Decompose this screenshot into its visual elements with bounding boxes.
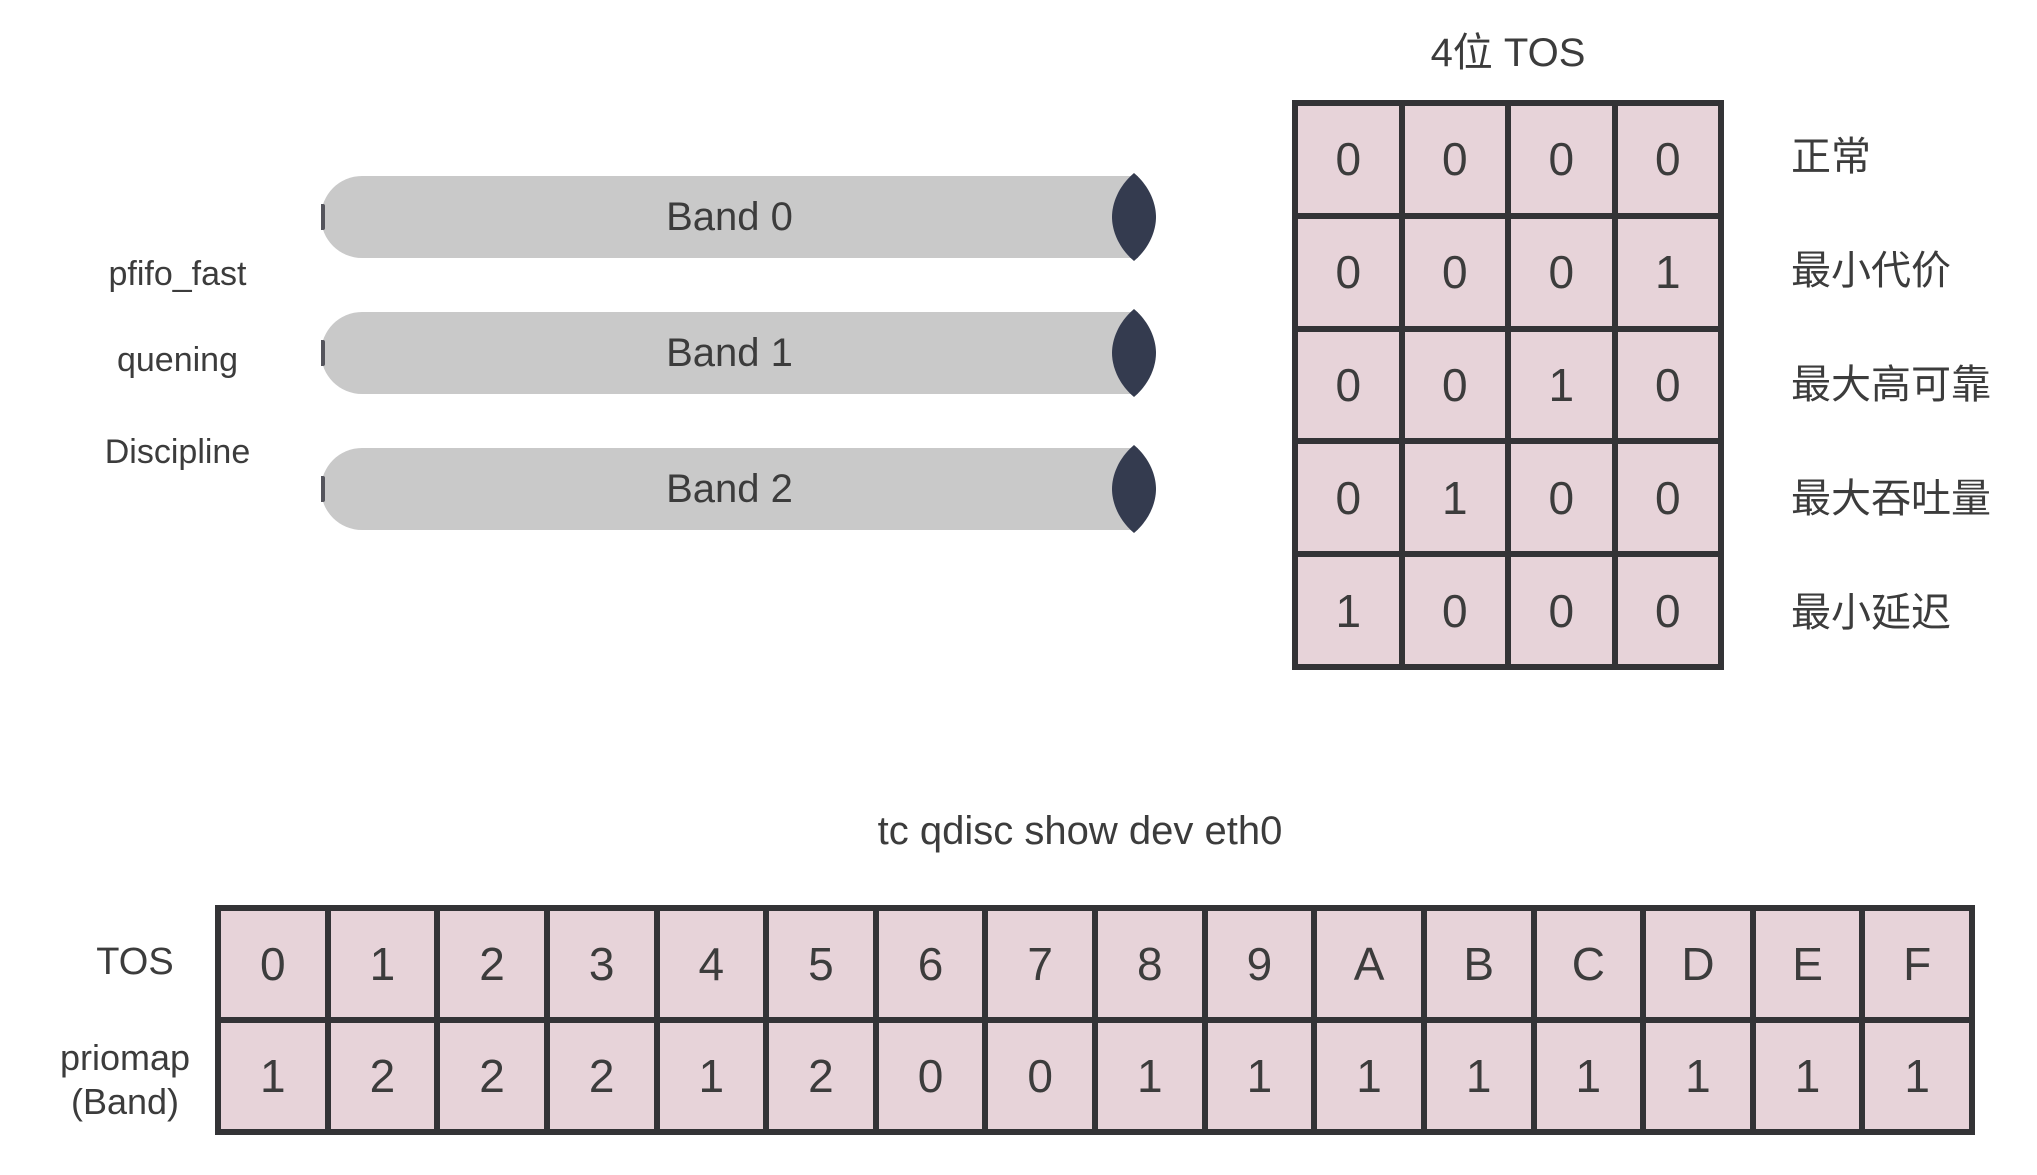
- priomap-band-cell: 0: [878, 1023, 983, 1129]
- cylinder-opening-icon: [1112, 309, 1156, 397]
- priomap-band-cell: 1: [1426, 1023, 1531, 1129]
- tos-hex-cell: 8: [1098, 911, 1202, 1017]
- tos-hex-cell: 3: [549, 911, 654, 1017]
- tos-bit-cell: 0: [1298, 106, 1399, 213]
- priomap-band-cell: 1: [1865, 1023, 1969, 1129]
- qdisc-name-line-2: quening: [116, 341, 238, 379]
- priomap-band-cell: 1: [1207, 1023, 1312, 1129]
- tos-bit-cell: 1: [1511, 331, 1612, 439]
- tos-table-title: 4位 TOS: [1430, 31, 1586, 75]
- priomap-row2-header-line1: priomap: [59, 1037, 191, 1078]
- tos-bit-cell: 0: [1404, 331, 1505, 439]
- priomap-row2-header-line2: (Band): [70, 1081, 180, 1122]
- cylinder-left-rim: [321, 340, 325, 366]
- tos-bit-cell: 0: [1298, 331, 1399, 439]
- tos-meaning-label: 最大高可靠: [1791, 363, 1991, 407]
- qdisc-name-line-3: Discipline: [104, 433, 251, 471]
- tos-bit-cell: 1: [1298, 557, 1399, 664]
- tos-bit-cell: 0: [1511, 106, 1612, 213]
- priomap-table-title: tc qdisc show dev eth0: [877, 809, 1283, 853]
- tos-hex-cell: 5: [769, 911, 873, 1017]
- tos-bit-cell: 0: [1404, 106, 1505, 213]
- band-label: Band 2: [666, 466, 793, 511]
- priomap-band-cell: 1: [1317, 1023, 1421, 1129]
- tos-hex-cell: E: [1755, 911, 1860, 1017]
- tos-bit-cell: 0: [1511, 218, 1612, 326]
- priomap-band-cell: 1: [1646, 1023, 1750, 1129]
- band-label: Band 0: [666, 194, 793, 239]
- band-2-cylinder: Band 2: [321, 445, 1156, 533]
- tos-hex-cell: 7: [988, 911, 1092, 1017]
- tos-bit-cell: 0: [1617, 106, 1718, 213]
- qdisc-name-line-1: pfifo_fast: [108, 255, 247, 293]
- tos-meaning-label: 正常: [1791, 135, 1871, 179]
- tos-bit-cell: 0: [1298, 218, 1399, 326]
- priomap-band-cell: 2: [769, 1023, 873, 1129]
- tos-meaning-label: 最小代价: [1791, 249, 1951, 293]
- tos-bit-cell: 0: [1617, 557, 1718, 664]
- priomap-band-cell: 0: [988, 1023, 1092, 1129]
- tos-bit-cell: 0: [1617, 444, 1718, 552]
- tos-bit-cell: 1: [1404, 444, 1505, 552]
- priomap-band-cell: 2: [549, 1023, 654, 1129]
- tos-hex-cell: C: [1536, 911, 1641, 1017]
- priomap-band-cell: 2: [440, 1023, 544, 1129]
- tos-hex-cell: 0: [221, 911, 325, 1017]
- tos-hex-cell: A: [1317, 911, 1421, 1017]
- tos-bit-cell: 0: [1298, 444, 1399, 552]
- tos-hex-cell: 4: [659, 911, 764, 1017]
- priomap-band-cell: 1: [1098, 1023, 1202, 1129]
- tos-hex-cell: 9: [1207, 911, 1312, 1017]
- tos-hex-cell: 6: [878, 911, 983, 1017]
- priomap-row1-header: TOS: [96, 941, 174, 983]
- tos-bit-cell: 0: [1511, 557, 1612, 664]
- priomap-band-cell: 1: [221, 1023, 325, 1129]
- tos-hex-cell: B: [1426, 911, 1531, 1017]
- cylinder-left-rim: [321, 476, 325, 502]
- band-label: Band 1: [666, 330, 793, 375]
- priomap-band-cell: 1: [659, 1023, 764, 1129]
- cylinder-opening-icon: [1112, 445, 1156, 533]
- priomap-band-cell: 1: [1536, 1023, 1641, 1129]
- cylinder-left-rim: [321, 204, 325, 230]
- tos-bit-cell: 0: [1404, 218, 1505, 326]
- band-0-cylinder: Band 0: [321, 173, 1156, 261]
- tos-bit-cell: 0: [1511, 444, 1612, 552]
- tos-meaning-label: 最大吞吐量: [1791, 477, 1991, 521]
- cylinder-opening-icon: [1112, 173, 1156, 261]
- tos-bit-cell: 0: [1617, 331, 1718, 439]
- tos-bit-cell: 0: [1404, 557, 1505, 664]
- tos-hex-cell: 1: [330, 911, 435, 1017]
- tos-hex-cell: D: [1646, 911, 1750, 1017]
- priomap-band-cell: 1: [1755, 1023, 1860, 1129]
- tos-meaning-label: 最小延迟: [1791, 591, 1951, 635]
- tos-bit-cell: 1: [1617, 218, 1718, 326]
- tos-hex-cell: 2: [440, 911, 544, 1017]
- band-1-cylinder: Band 1: [321, 309, 1156, 397]
- priomap-band-cell: 2: [330, 1023, 435, 1129]
- tos-hex-cell: F: [1865, 911, 1969, 1017]
